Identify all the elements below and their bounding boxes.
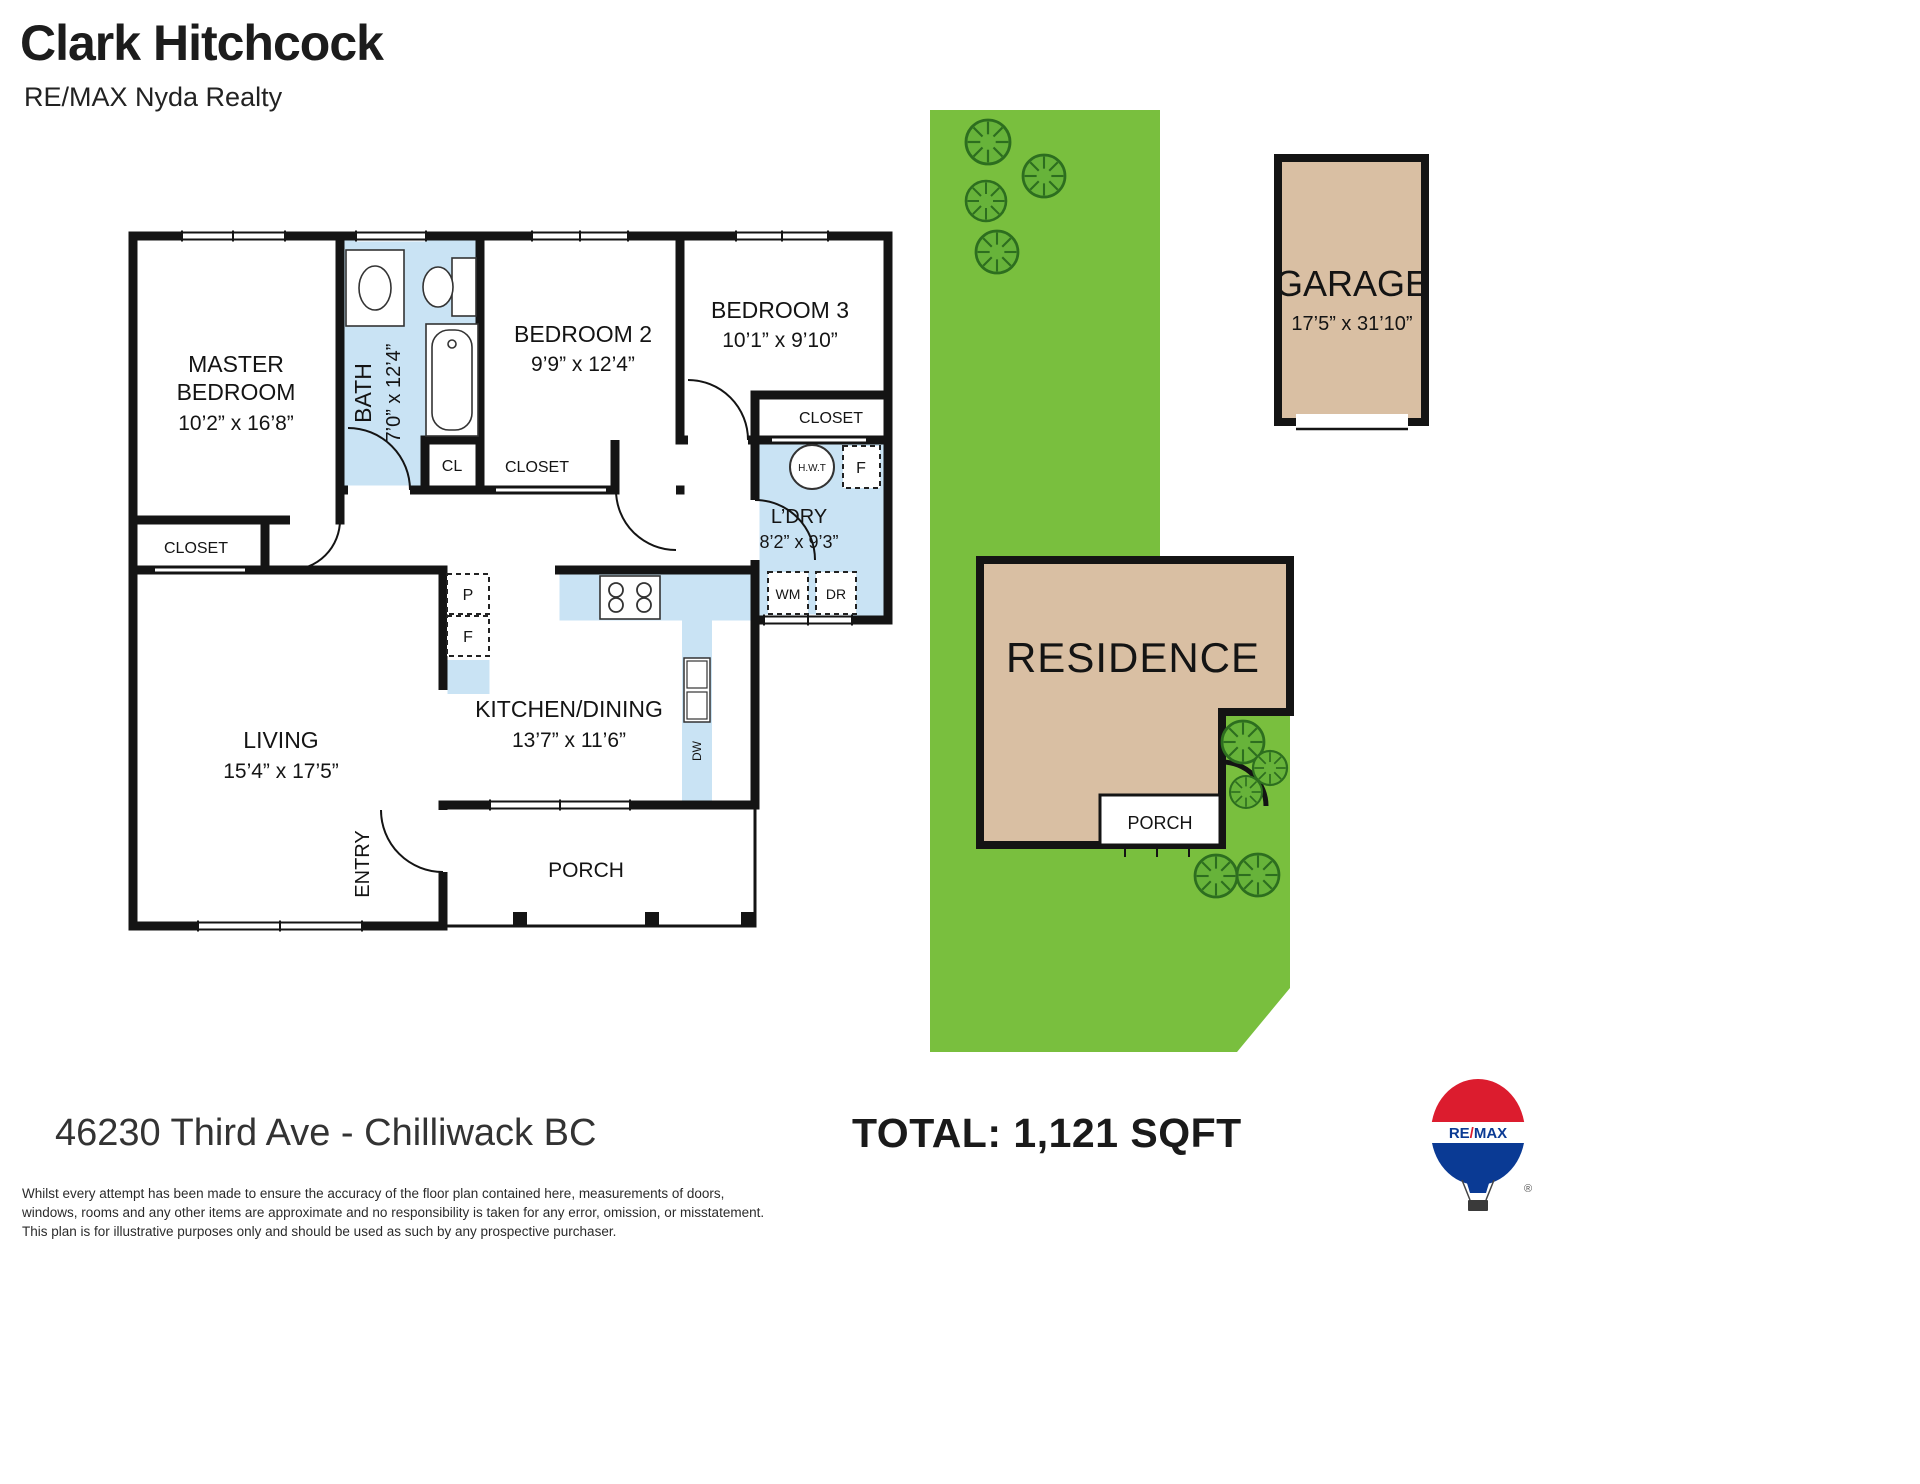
laundry-dims: 8’2” x 9’3” xyxy=(759,532,838,552)
bedroom3-label: BEDROOM 3 xyxy=(711,297,849,323)
toilet-tank xyxy=(451,257,477,317)
master-dims: 10’2” x 16’8” xyxy=(178,412,294,435)
fridge-label: F xyxy=(463,629,473,646)
washer-label: WM xyxy=(776,586,801,602)
closet-label-bed3: CLOSET xyxy=(799,410,863,427)
disclaimer: Whilst every attempt has been made to en… xyxy=(22,1184,764,1241)
bath-label: BATH xyxy=(350,363,376,423)
closet-doors xyxy=(155,438,866,572)
balloon-ropes xyxy=(1461,1179,1495,1201)
pantry-label: P xyxy=(463,587,474,604)
closet-label-bed2: CLOSET xyxy=(505,459,569,476)
laundry-label: L’DRY xyxy=(771,506,827,528)
balloon-basket xyxy=(1468,1200,1488,1211)
floor-plan-labels: MASTER BEDROOM 10’2” x 16’8” BATH 7’0” x… xyxy=(164,297,866,898)
property-address: 46230 Third Ave - Chilliwack BC xyxy=(55,1112,597,1154)
sink-basin xyxy=(358,265,392,311)
bedroom2-label: BEDROOM 2 xyxy=(514,321,652,347)
master-label-2: BEDROOM xyxy=(177,379,296,405)
living-dims: 15’4” x 17’5” xyxy=(223,760,339,783)
laundry-fixtures xyxy=(446,444,881,657)
porch-structure xyxy=(443,805,757,928)
bathtub xyxy=(425,323,479,437)
garage-footprint xyxy=(1274,154,1429,426)
pantry-box xyxy=(446,573,490,615)
living-label: LIVING xyxy=(243,727,318,753)
floor-plan: MASTER BEDROOM 10’2” x 16’8” BATH 7’0” x… xyxy=(128,230,893,932)
fridge-box xyxy=(446,615,490,657)
bath-fixtures xyxy=(345,249,479,437)
residence-notch-arc xyxy=(1221,759,1269,807)
kitchen-dims: 13’7” x 11’6” xyxy=(512,729,626,752)
garage-dims: 17’5” x 31’10” xyxy=(1291,313,1412,335)
garage-label: GARAGE xyxy=(1275,263,1429,304)
bathtub-inner xyxy=(431,329,473,431)
site-porch-label: PORCH xyxy=(1127,813,1192,833)
kitchen-sink xyxy=(683,657,711,723)
registered-mark: ® xyxy=(1524,1183,1532,1195)
brokerage-name: RE/MAX Nyda Realty xyxy=(24,82,283,112)
dryer-label: DR xyxy=(826,586,846,602)
total-sqft: TOTAL: 1,121 SQFT xyxy=(852,1110,1242,1156)
windows xyxy=(181,230,853,932)
remax-balloon-logo: RE/MAX ® xyxy=(1431,1079,1532,1211)
bedroom2-dims: 9’9” x 12’4” xyxy=(531,353,635,376)
master-label-1: MASTER xyxy=(188,351,284,377)
bedroom3-dims: 10’1” x 9’10” xyxy=(722,329,838,352)
stove-burners xyxy=(608,582,652,613)
remax-wordmark: RE/MAX xyxy=(1449,1125,1507,1142)
hot-water-tank xyxy=(789,444,835,490)
agent-name: Clark Hitchcock xyxy=(20,15,384,71)
porch-label: PORCH xyxy=(548,859,624,882)
site-porch xyxy=(1098,793,1222,847)
stove xyxy=(599,575,661,620)
balloon-skirt xyxy=(1466,1180,1490,1193)
tub-drain xyxy=(447,339,457,349)
garage-door-opening xyxy=(1296,414,1408,428)
bath-dims: 7’0” x 12’4” xyxy=(383,344,405,443)
washer-box xyxy=(767,571,809,615)
door-arcs xyxy=(289,379,816,873)
disclaimer-line: windows, rooms and any other items are a… xyxy=(22,1205,765,1220)
residence-footprint xyxy=(976,556,1294,849)
toilet-bowl xyxy=(422,266,454,308)
dw-label: DW xyxy=(690,740,704,761)
disclaimer-line: Whilst every attempt has been made to en… xyxy=(22,1186,725,1201)
residence-label: RESIDENCE xyxy=(1006,634,1260,681)
dryer-box xyxy=(815,571,857,615)
cl-label: CL xyxy=(442,458,463,475)
closet-label-master: CLOSET xyxy=(164,540,228,557)
site-porch-steps xyxy=(1124,845,1190,857)
freezer-label: F xyxy=(856,460,866,477)
disclaimer-line: This plan is for illustrative purposes o… xyxy=(22,1224,617,1239)
site-plan: GARAGE 17’5” x 31’10” RESIDENCE PORCH xyxy=(930,110,1429,1052)
freezer-box xyxy=(842,445,881,489)
walls xyxy=(128,231,893,931)
balloon-white-band xyxy=(1431,1122,1525,1143)
entry-label: ENTRY xyxy=(352,830,374,897)
balloon-red-band xyxy=(1431,1079,1525,1122)
kitchen-fixtures xyxy=(599,575,711,723)
hwt-label: H.W.T xyxy=(798,463,826,474)
kitchen-label: KITCHEN/DINING xyxy=(475,696,663,722)
